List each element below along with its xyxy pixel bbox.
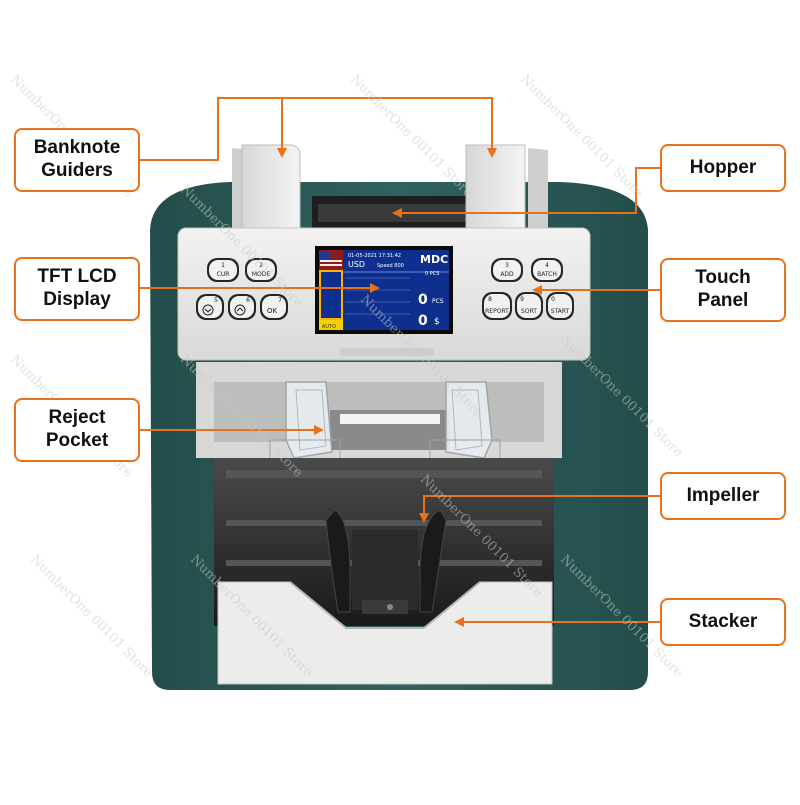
up-button[interactable]: 6 xyxy=(228,294,256,320)
report-button[interactable]: 8 REPORT xyxy=(482,292,512,320)
lcd-amount-unit: $ xyxy=(434,317,440,327)
svg-text:NumberOne 00101 Store: NumberOne 00101 Store xyxy=(27,552,156,681)
chevron-down-icon xyxy=(202,304,214,316)
add-button[interactable]: 3 ADD xyxy=(491,258,523,282)
svg-text:START: START xyxy=(551,308,570,315)
start-button[interactable]: 0 START xyxy=(546,292,574,320)
right-button-group: 3 ADD 4 BATCH 8 REPORT 9 SORT 0 START xyxy=(482,258,574,320)
svg-text:NumberOne 00101 Store: NumberOne 00101 Store xyxy=(347,72,476,201)
svg-text:BATCH: BATCH xyxy=(537,271,557,278)
lcd-auto: AUTO xyxy=(322,324,336,330)
lcd-datetime: 01-05-2021 17:31:42 xyxy=(348,253,401,259)
svg-text:4: 4 xyxy=(545,262,549,269)
callout-hopper: Hopper xyxy=(660,144,786,192)
svg-text:2: 2 xyxy=(259,262,263,269)
sort-button[interactable]: 9 SORT xyxy=(515,292,543,320)
svg-text:0: 0 xyxy=(551,296,555,303)
banknote-guider-left xyxy=(232,144,301,231)
svg-text:SORT: SORT xyxy=(521,308,537,315)
tft-lcd-screen: 01-05-2021 17:31:42 USD Speed 800 MDC 0 … xyxy=(315,246,453,334)
svg-text:REPORT: REPORT xyxy=(485,308,509,315)
batch-button[interactable]: 4 BATCH xyxy=(531,258,563,282)
banknote-guider-right xyxy=(465,144,548,231)
lcd-mode: MDC xyxy=(420,253,448,266)
callout-arrowheads xyxy=(277,148,542,627)
callout-touch-panel: Touch Panel xyxy=(660,258,786,322)
left-button-group: 1 CUR 2 MODE 5 6 7 OK xyxy=(196,258,288,320)
impeller xyxy=(325,509,447,614)
ok-button[interactable]: 7 OK xyxy=(260,294,288,320)
svg-text:5: 5 xyxy=(214,297,218,304)
callout-banknote-guiders: Banknote Guiders xyxy=(14,128,140,192)
callout-stacker: Stacker xyxy=(660,598,786,646)
svg-text:3: 3 xyxy=(505,262,509,269)
callout-impeller: Impeller xyxy=(660,472,786,520)
lcd-speed: Speed 800 xyxy=(377,263,404,269)
lcd-amount: 0 xyxy=(418,313,428,329)
svg-text:9: 9 xyxy=(520,296,524,303)
svg-text:OK: OK xyxy=(267,307,278,315)
lcd-currency: USD xyxy=(348,260,365,269)
svg-text:ADD: ADD xyxy=(500,271,514,278)
svg-text:MODE: MODE xyxy=(252,271,271,278)
callout-reject-pocket: Reject Pocket xyxy=(14,398,140,462)
lcd-count: 0 xyxy=(418,292,428,308)
down-button[interactable]: 5 xyxy=(196,294,224,320)
svg-text:CUR: CUR xyxy=(217,271,230,278)
lcd-pcs-small: 0 PCS xyxy=(425,271,439,277)
svg-text:7: 7 xyxy=(278,297,282,304)
callout-tft-lcd-display: TFT LCD Display xyxy=(14,257,140,321)
chevron-up-icon xyxy=(234,304,246,316)
reject-clip-right xyxy=(429,381,501,465)
cur-button[interactable]: 1 CUR xyxy=(207,258,239,282)
lcd-count-unit: PCS xyxy=(432,298,444,305)
svg-text:1: 1 xyxy=(221,262,225,269)
mode-button[interactable]: 2 MODE xyxy=(245,258,277,282)
callout-connectors xyxy=(140,97,660,623)
svg-text:6: 6 xyxy=(246,297,250,304)
svg-text:8: 8 xyxy=(488,296,492,303)
